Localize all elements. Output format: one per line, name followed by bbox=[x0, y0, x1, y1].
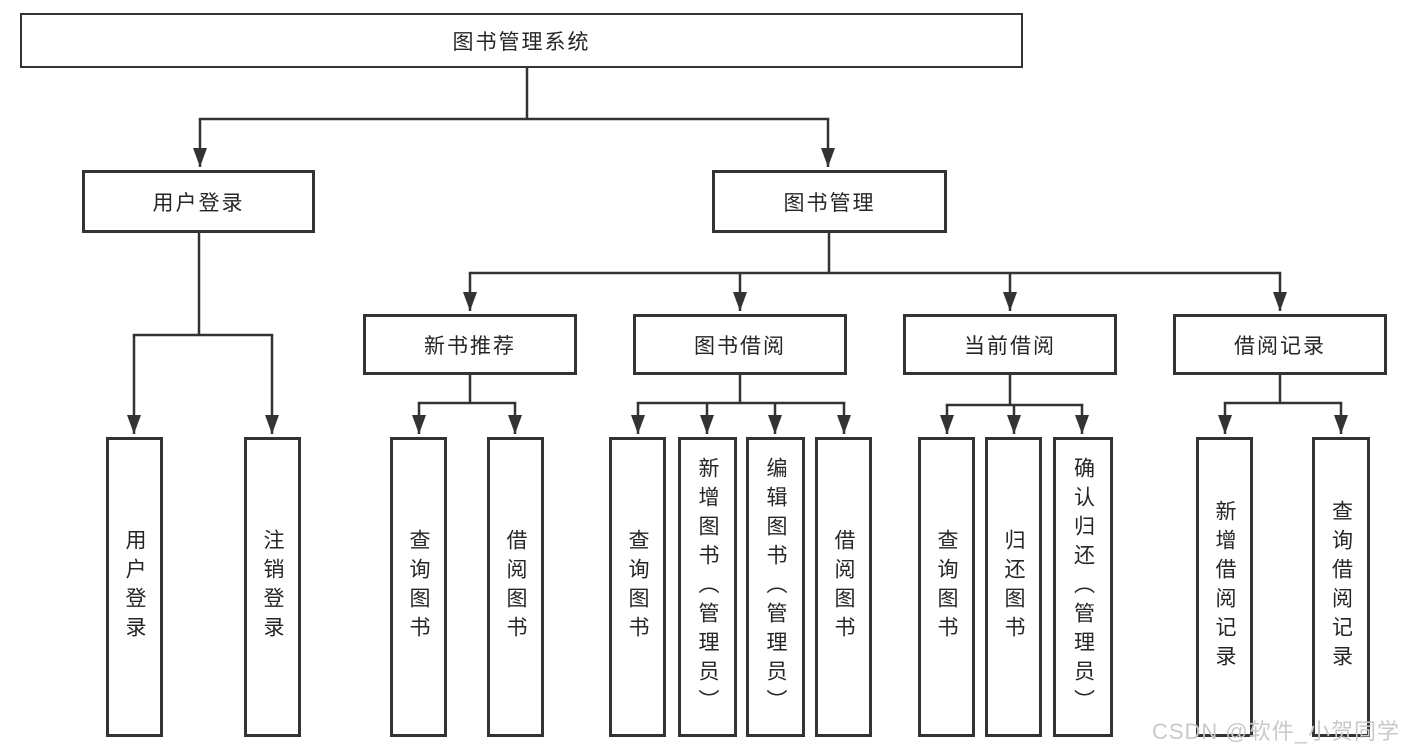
node-root: 图书管理系统 bbox=[20, 13, 1023, 68]
leaf-current-confirm-return-admin: 确认归还（管理员） bbox=[1053, 437, 1113, 737]
leaf-current-query-books: 查询图书 bbox=[918, 437, 975, 737]
leaf-borrow-add-books-admin-label: 新增图书（管理员） bbox=[696, 456, 719, 718]
leaf-newbook-borrow-books: 借阅图书 bbox=[487, 437, 544, 737]
leaf-records-add-record: 新增借阅记录 bbox=[1196, 437, 1253, 737]
node-current-borrow: 当前借阅 bbox=[903, 314, 1117, 375]
leaf-current-confirm-return-admin-label: 确认归还（管理员） bbox=[1071, 456, 1095, 718]
leaf-borrow-edit-books-admin: 编辑图书（管理员） bbox=[746, 437, 805, 737]
node-user-login: 用户登录 bbox=[82, 170, 315, 233]
node-book-borrow: 图书借阅 bbox=[633, 314, 847, 375]
node-book-management: 图书管理 bbox=[712, 170, 947, 233]
leaf-current-return-books-label: 归还图书 bbox=[1002, 529, 1025, 645]
leaf-records-query-record-label: 查询借阅记录 bbox=[1329, 500, 1353, 674]
leaf-borrow-borrow-books-label: 借阅图书 bbox=[832, 529, 855, 645]
leaf-current-query-books-label: 查询图书 bbox=[935, 529, 958, 645]
leaf-borrow-edit-books-admin-label: 编辑图书（管理员） bbox=[764, 456, 787, 718]
leaf-logout-label: 注销登录 bbox=[261, 529, 284, 645]
csdn-watermark: CSDN @软件_小贺同学 bbox=[1151, 719, 1400, 744]
leaf-newbook-query-books-label: 查询图书 bbox=[407, 529, 430, 645]
leaf-logout: 注销登录 bbox=[244, 437, 301, 737]
leaf-user-login: 用户登录 bbox=[106, 437, 163, 737]
node-new-book-recommend: 新书推荐 bbox=[363, 314, 577, 375]
leaf-borrow-query-books: 查询图书 bbox=[609, 437, 666, 737]
leaf-records-query-record: 查询借阅记录 bbox=[1312, 437, 1370, 737]
leaf-borrow-borrow-books: 借阅图书 bbox=[815, 437, 872, 737]
leaf-newbook-query-books: 查询图书 bbox=[390, 437, 447, 737]
leaf-user-login-label: 用户登录 bbox=[123, 529, 146, 645]
node-borrow-records: 借阅记录 bbox=[1173, 314, 1387, 375]
leaf-records-add-record-label: 新增借阅记录 bbox=[1213, 500, 1236, 674]
leaf-newbook-borrow-books-label: 借阅图书 bbox=[504, 529, 527, 645]
leaf-borrow-add-books-admin: 新增图书（管理员） bbox=[678, 437, 737, 737]
leaf-borrow-query-books-label: 查询图书 bbox=[626, 529, 649, 645]
leaf-current-return-books: 归还图书 bbox=[985, 437, 1042, 737]
